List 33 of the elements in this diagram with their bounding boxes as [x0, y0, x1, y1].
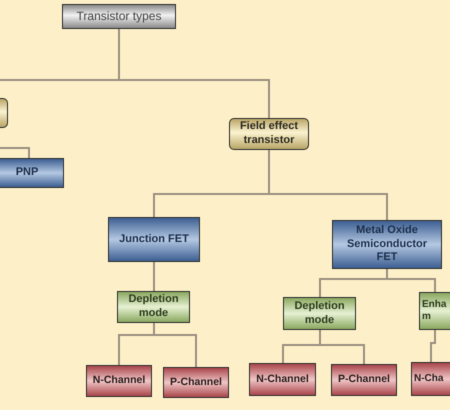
category-box — [283, 297, 356, 330]
node-label: Depletion mode — [293, 300, 346, 328]
connector-line — [153, 262, 155, 291]
category-box — [229, 118, 309, 150]
category-box — [0, 158, 64, 188]
node-label: Field effect transistor — [238, 120, 300, 148]
node-label: N-Channel — [256, 372, 309, 386]
node-label: Junction FET — [119, 232, 189, 246]
category-box — [419, 292, 450, 330]
node-label: P-Channel — [338, 373, 390, 387]
category-box — [332, 220, 442, 269]
connector-line — [430, 330, 436, 362]
category-box — [163, 367, 229, 398]
connector-line — [0, 147, 30, 158]
node-label: N-Channel — [92, 374, 146, 388]
category-box — [86, 365, 152, 397]
node-label: Enha m — [422, 298, 448, 324]
node-label: Metal Oxide Semiconductor FET — [346, 224, 428, 266]
category-box — [411, 362, 450, 396]
category-box — [331, 364, 397, 396]
node-label: Depletion mode — [127, 293, 180, 321]
node-label: P-Channel — [170, 376, 222, 390]
node-label: N-Cha — [414, 372, 444, 386]
connector-line — [118, 29, 270, 118]
category-box — [117, 291, 190, 323]
node-label: Transistor types — [76, 9, 162, 24]
node-label: PNP — [16, 166, 38, 180]
category-box — [249, 363, 316, 396]
connector-line — [268, 150, 388, 220]
connector-line — [153, 323, 197, 367]
connector-line — [319, 330, 365, 364]
category-box — [108, 217, 200, 262]
category-box — [62, 4, 176, 29]
